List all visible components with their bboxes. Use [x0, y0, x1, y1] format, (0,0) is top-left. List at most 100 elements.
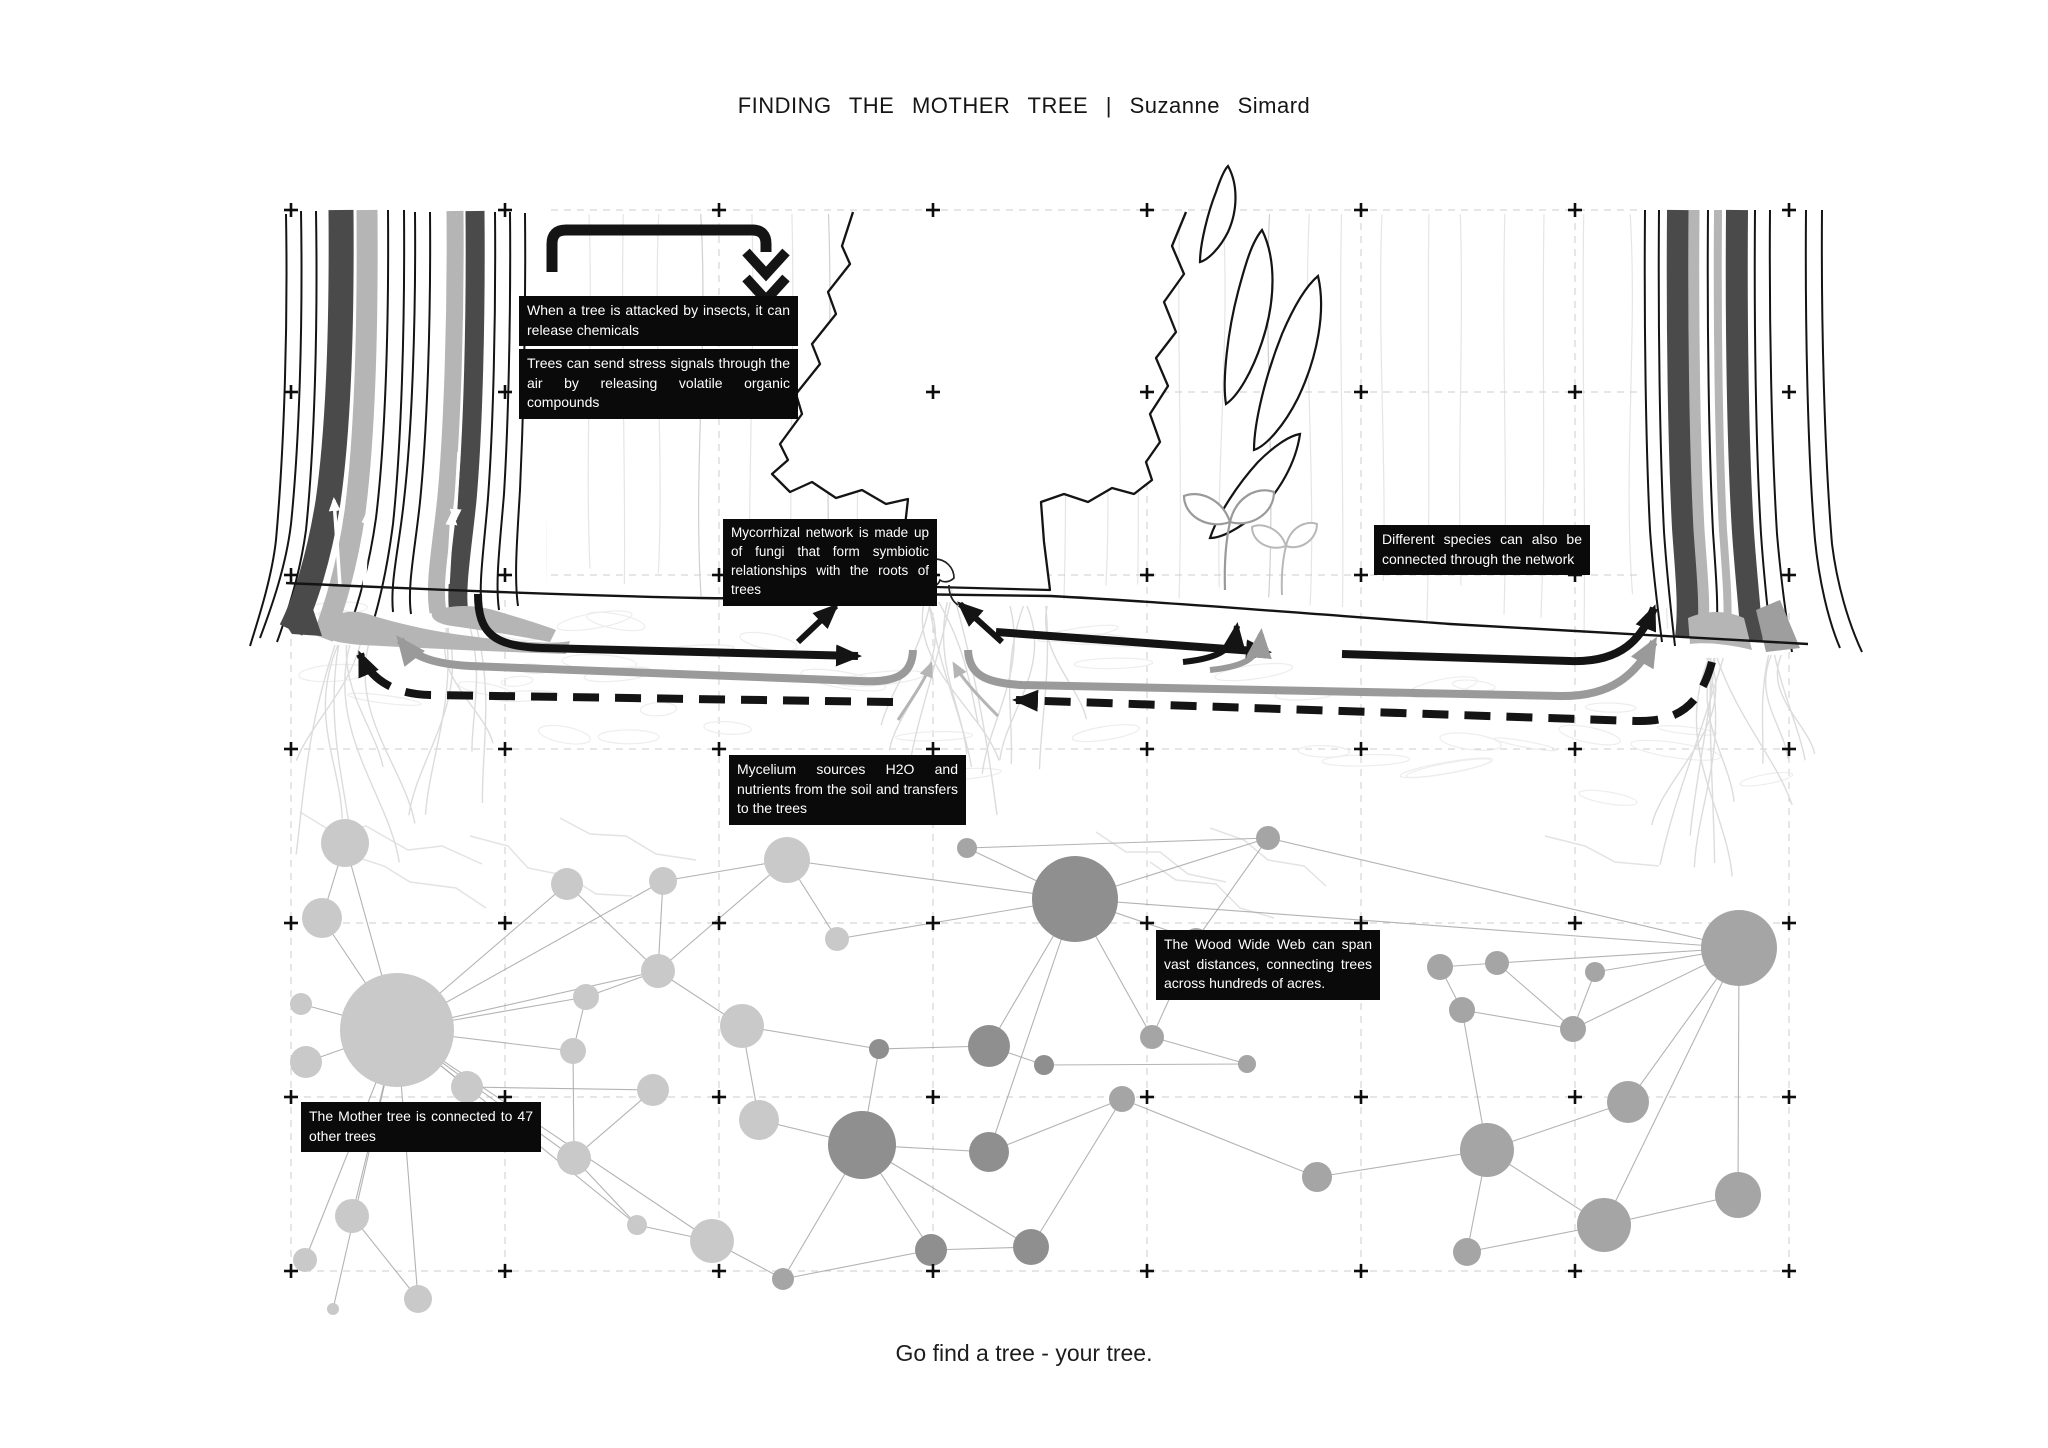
tree-node: [451, 1071, 483, 1103]
tree-node: [1715, 1172, 1761, 1218]
tree-node: [1485, 951, 1509, 975]
tree-node: [560, 1038, 586, 1064]
tree-node: [869, 1039, 889, 1059]
tree-node: [1256, 826, 1280, 850]
tree-node: [1109, 1086, 1135, 1112]
tree-node: [1032, 856, 1118, 942]
tree-node: [957, 838, 977, 858]
annotation-species: Different species can also be connected …: [1374, 525, 1590, 576]
tree-node: [1560, 1016, 1586, 1042]
tree-node: [968, 1025, 1010, 1067]
annotation-stress: Trees can send stress signals through th…: [519, 349, 798, 419]
tree-node: [1577, 1198, 1631, 1252]
tree-node: [551, 868, 583, 900]
network-edge: [1151, 1036, 1248, 1065]
annotation-mycelium: Mycelium sources H2O and nutrients from …: [729, 755, 966, 825]
network-edge: [351, 1215, 419, 1300]
tree-node: [764, 837, 810, 883]
right-tree: [1643, 209, 1863, 653]
network-edge: [966, 837, 1269, 849]
return-signal-dashed-arrows: [356, 650, 1716, 726]
network-edge: [1267, 837, 1740, 949]
root-strands: [295, 601, 1816, 919]
network-edge: [1461, 1009, 1574, 1030]
network-edge: [566, 883, 659, 972]
tree-node: [290, 1046, 322, 1078]
network-edge: [1121, 1098, 1318, 1178]
aerial-signal-arrow: [546, 224, 790, 308]
tree-node: [772, 1268, 794, 1290]
network-edge: [786, 859, 1076, 900]
tree-node: [739, 1100, 779, 1140]
tree-node: [293, 1248, 317, 1272]
network-edge: [1195, 837, 1269, 941]
tree-node: [637, 1074, 669, 1106]
network-edge: [396, 1029, 713, 1242]
canopy-leaves: [1198, 164, 1323, 540]
network-edge: [572, 1050, 575, 1159]
network-edge: [657, 859, 788, 972]
annotation-woodwideweb: The Wood Wide Web can span vast distance…: [1156, 930, 1380, 1000]
network-edge: [1496, 962, 1574, 1030]
network-edge: [1496, 947, 1740, 964]
network-edge: [782, 1249, 932, 1280]
tree-node: [1585, 962, 1605, 982]
network-edge: [988, 898, 1076, 1153]
mycorrhizal-network-nodes: [290, 819, 1777, 1315]
tree-node: [1238, 1055, 1256, 1073]
registration-marks: [284, 203, 1796, 1278]
tree-node: [969, 1132, 1009, 1172]
tree-node: [573, 984, 599, 1010]
tree-node: [302, 898, 342, 938]
tree-node: [1453, 1238, 1481, 1266]
tree-node: [720, 1004, 764, 1048]
tree-node: [1034, 1055, 1054, 1075]
network-edge: [1603, 947, 1740, 1226]
tree-node: [825, 927, 849, 951]
mother-tree-node: [340, 973, 454, 1087]
network-edge: [573, 1089, 654, 1159]
network-edge: [1030, 1098, 1123, 1248]
tree-node: [627, 1215, 647, 1235]
tree-node: [641, 954, 675, 988]
tree-node: [404, 1285, 432, 1313]
fallen-branch-outlines: [299, 811, 1660, 919]
tree-node: [915, 1234, 947, 1266]
sap-flow-arrows: [328, 451, 462, 595]
network-edge: [741, 1025, 880, 1050]
tree-node: [1140, 1025, 1164, 1049]
tree-node: [290, 993, 312, 1015]
page-title: FINDING THE MOTHER TREE | Suzanne Simard: [737, 93, 1311, 118]
tree-node: [828, 1111, 896, 1179]
network-edge: [1043, 1063, 1248, 1066]
network-edge: [1316, 1149, 1488, 1178]
tree-node: [557, 1141, 591, 1175]
annotation-mothertree: The Mother tree is connected to 47 other…: [301, 1102, 541, 1153]
tree-node: [1701, 910, 1777, 986]
annotation-mycorrhizal: Mycorrhizal network is made up of fungi …: [723, 519, 937, 606]
network-edge: [1737, 947, 1740, 1196]
tree-node: [1460, 1123, 1514, 1177]
center-tree: [770, 164, 1323, 592]
tree-node: [327, 1303, 339, 1315]
tree-node: [1449, 997, 1475, 1023]
tree-node: [649, 867, 677, 895]
tree-node: [690, 1219, 734, 1263]
tree-node: [1302, 1162, 1332, 1192]
left-tree: [249, 209, 570, 654]
mycelium-uptake-arrows: [896, 661, 1000, 721]
underground-nutrient-arrows: [396, 628, 1658, 701]
underground-carbon-arrows: [474, 593, 1658, 667]
annotation-insects: When a tree is attacked by insects, it c…: [519, 296, 798, 347]
tree-node: [1607, 1081, 1649, 1123]
ground-line: [285, 581, 1809, 646]
tree-node: [1013, 1229, 1049, 1265]
network-edge: [466, 1086, 654, 1091]
network-edge: [988, 1098, 1123, 1153]
network-edge: [1074, 898, 1740, 949]
tree-node: [1427, 954, 1453, 980]
tree-node: [321, 819, 369, 867]
tree-node: [335, 1199, 369, 1233]
